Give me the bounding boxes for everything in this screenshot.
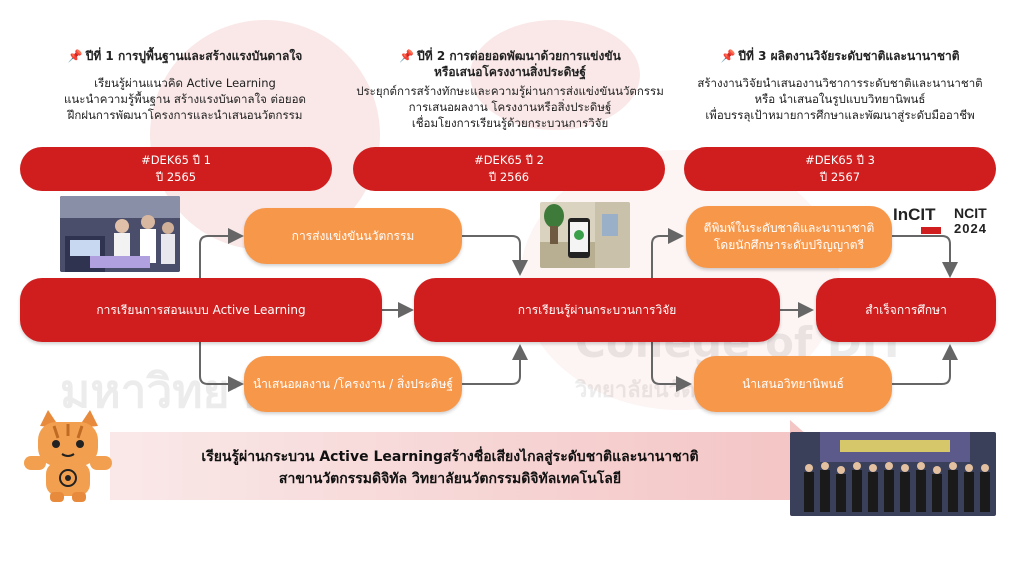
photo-invention-image: [540, 202, 630, 268]
incit-logo: InCIT: [893, 205, 945, 239]
year-3-line: เพื่อบรรลุเป้าหมายการศึกษาและพัฒนาสู่ระด…: [705, 108, 975, 122]
year-1-line: แนะนำความรู้พื้นฐาน สร้างแรงบันดาลใจ ต่อ…: [64, 92, 306, 106]
banner-line-2: สาขานวัตกรรมดิจิทัล วิทยาลัยนวัตกรรมดิจิ…: [278, 471, 622, 487]
arrow-competition-to-research: [460, 235, 528, 276]
pushpin-icon: 📌: [67, 49, 83, 63]
photo-invention: [540, 202, 630, 268]
year-2-line: ประยุกต์การสร้างทักษะและความรู้ผ่านการส่…: [356, 84, 664, 98]
node-active-learning: การเรียนการสอนแบบ Active Learning: [20, 278, 382, 342]
arrow-al-to-competition: [199, 228, 244, 278]
node-graduate: สำเร็จการศึกษา: [816, 278, 996, 342]
incit-logo-mark: [921, 227, 941, 234]
node-competition: การส่งแข่งขันนวัตกรรม: [244, 208, 462, 264]
photo-graduation-image: [790, 432, 996, 516]
arrow-presentation-to-research: [460, 344, 528, 385]
year-1-line: เรียนรู้ผ่านแนวคิด Active Learning: [94, 76, 276, 90]
arrow-al-to-presentation: [199, 342, 244, 392]
node-publish: ตีพิมพ์ในระดับชาติและนานาชาติ โดยนักศึกษ…: [686, 206, 892, 268]
pushpin-icon: 📌: [720, 49, 736, 63]
year-3-tag: #DEK65 ปี 3 ปี 2567: [684, 147, 996, 191]
year-3-line: หรือ นำเสนอในรูปแบบวิทยานิพนธ์: [754, 92, 926, 106]
node-research: การเรียนรู้ผ่านกระบวนการวิจัย: [414, 278, 780, 342]
year-2-title: 📌ปีที่ 2 การต่อยอดพัฒนาด้วยการแข่งขัน: [399, 49, 621, 63]
arrow-research-to-thesis: [651, 342, 692, 392]
year-3-description: 📌ปีที่ 3 ผลิตงานวิจัยระดับชาติและนานาชาต…: [675, 48, 1005, 123]
year-1-title: 📌ปีที่ 1 การปูพื้นฐานและสร้างแรงบันดาลใจ: [67, 49, 303, 63]
year-2-title-line2: หรือเสนอโครงงานสิ่งประดิษฐ์: [434, 65, 586, 79]
node-thesis: นำเสนอวิทยานิพนธ์: [694, 356, 892, 412]
year-2-tag: #DEK65 ปี 2 ปี 2566: [353, 147, 665, 191]
year-3-title: 📌ปีที่ 3 ผลิตงานวิจัยระดับชาติและนานาชาต…: [720, 49, 960, 63]
arrow-thesis-to-graduate: [892, 344, 958, 385]
year-1-tag: #DEK65 ปี 1 ปี 2565: [20, 147, 332, 191]
year-3-line: สร้างงานวิจัยนำเสนองานวิชาการระดับชาติแล…: [697, 76, 983, 90]
bottom-banner-text: เรียนรู้ผ่านกระบวน Active Learningสร้างช…: [140, 446, 760, 490]
year-2-description: 📌ปีที่ 2 การต่อยอดพัฒนาด้วยการแข่งขัน หร…: [345, 48, 675, 131]
node-presentation: นำเสนอผลงาน /โครงงาน / สิ่งประดิษฐ์: [244, 356, 462, 412]
mascot-cat-icon: [24, 410, 112, 502]
year-1-description: 📌ปีที่ 1 การปูพื้นฐานและสร้างแรงบันดาลใจ…: [20, 48, 350, 123]
photo-graduation: [790, 432, 996, 516]
photo-students-lab: [60, 196, 180, 272]
year-2-line: การเสนอผลงาน โครงงานหรือสิ่งประดิษฐ์: [408, 100, 612, 114]
photo-students-lab-image: [60, 196, 180, 272]
arrow-research-to-publish: [651, 228, 684, 278]
pushpin-icon: 📌: [399, 49, 415, 63]
year-1-line: ฝึกฝนการพัฒนาโครงการและนำเสนอนวัตกรรม: [67, 108, 303, 122]
ncit-logo: NCIT 2024: [954, 205, 987, 236]
year-2-line: เชื่อมโยงการเรียนรู้ด้วยกระบวนการวิจัย: [411, 116, 609, 130]
bottom-banner: [110, 432, 790, 500]
arrow-publish-to-graduate: [892, 235, 958, 278]
banner-line-1: เรียนรู้ผ่านกระบวน Active Learningสร้างช…: [201, 449, 699, 465]
watermark-red-blob-right: [470, 20, 640, 130]
